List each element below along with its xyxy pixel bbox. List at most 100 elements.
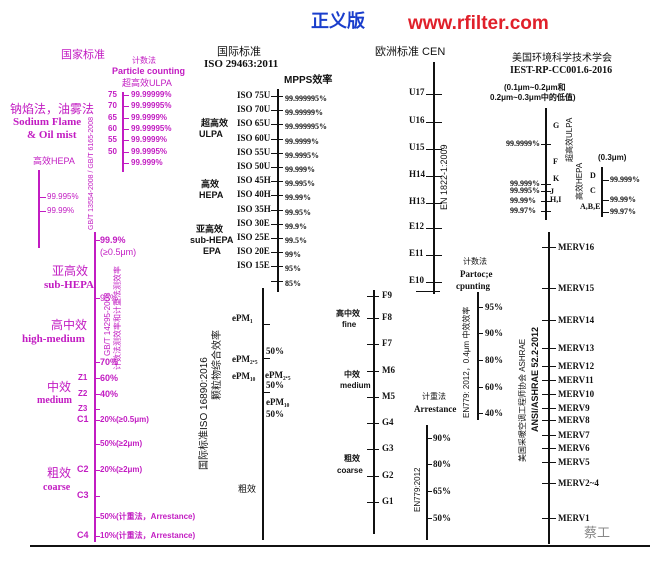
iso-tick [271,124,283,126]
us-merv-tick [542,394,556,395]
iso-subhepa-2: sub-HEPA [190,235,234,245]
gb-subhepa-top: 99.9% [100,235,126,245]
iso-grade: ISO 60U [237,132,271,143]
us-left-tick [541,211,551,212]
us-merv-tick [542,483,556,484]
en-f-eff-axis [477,292,479,420]
iso-grade: ISO 20E [237,246,270,257]
en-hepa-tick [426,176,442,177]
us-merv-tick [542,435,556,436]
en-g-tick [367,449,379,450]
us-left-grade: F [553,157,558,166]
iso-tick [271,209,283,211]
us-right-grade: C [590,186,596,195]
gb-coarse-tick [94,470,100,471]
gb-mid-grade: Z1 [78,373,88,382]
en-f-axis [373,290,375,412]
us-left-grade: G [553,121,560,130]
iso-eff: 99.99999% [285,108,323,118]
gb-hepa-eff-1: 99.995% [47,192,79,201]
iso-eff: 99% [285,250,301,260]
iso-eff: 99.99% [285,193,311,203]
gb-main-axis [94,232,96,542]
en-arrest-2: Arrestance [414,404,457,414]
iso-grade: ISO 30E [237,217,270,228]
iso-tick [271,138,283,140]
iso-tick [271,280,283,282]
iso-tick [271,167,283,168]
gb-coarse-2: coarse [43,482,71,493]
en-hepa-tick [426,228,442,229]
us-right-eff: 99.97% [610,207,636,216]
iso-grade: ISO 65U [237,118,271,129]
iso-pm1-eff: 50% [266,346,284,356]
gb-ulpa-grade: 75 [108,90,117,99]
gb-medium-2: medium [37,395,72,406]
us-merv-tick [542,448,556,449]
gb-highmed-1: 高中效 [51,318,88,332]
us-right-eff: 99.999% [610,175,640,184]
us-merv-grade: MERV2~4 [558,478,599,488]
en-f-tick [367,344,379,345]
gb-hepa-tick-1 [38,197,46,198]
gb-mid-eff: 60% [100,373,119,383]
iso-pm10-eff: 50% [266,409,284,419]
us-left-eff: 99.995% [510,186,540,195]
iso-pm1-label: ePM₁ [232,313,253,323]
gb-coarse-eff: 20%(≥2μm) [100,465,143,474]
iso-tick [271,181,283,183]
us-merv-grade: MERV14 [558,315,595,325]
iso-pm25-eff: 50% [266,380,284,390]
iso-grade: ISO 15E [237,260,270,271]
en-hepa-grade: E11 [409,248,424,258]
us-right-eff: 99.99% [610,195,636,204]
us-left-grade: H,I [550,195,562,204]
en-hepa-tick-end [416,291,440,292]
iso-grade: ISO 75U [237,90,271,100]
gb-hepa-tick-2 [38,211,46,212]
us-title: 美国环境科学技术学会 [512,53,612,64]
iso-eff: 99.9% [285,221,307,231]
en-f-tick [367,318,379,319]
gb-ulpa-eff: 99.99995% [131,123,172,133]
en-hepa-grade: E10 [409,275,425,285]
gb-ulpa-axis [122,92,124,172]
iso-16890-axis [262,288,264,540]
en-g-eff-tick [426,518,432,519]
en-hepa-grade: H13 [409,196,426,206]
iso-grade: ISO 25E [237,232,270,242]
us-merv-tick [542,462,556,463]
gb-ulpa-eff: 99.9999% [131,135,168,145]
gb-subhepa-95: 95% [100,293,119,303]
iso-pm10-label: ePM₁₀ [232,371,256,381]
iso-tick [271,223,283,225]
us-left-eff: 99.999% [510,179,540,188]
gb-ulpa-standard: GB/T 13554-2008 / GB/T 6165-2008 [88,117,95,230]
iso-eff: 85% [285,278,301,288]
gb-hepa-axis [38,170,40,248]
gb-coarse-tick [94,536,100,537]
iso-eff: 99.9995% [285,150,319,160]
us-merv-axis [548,232,550,544]
baseline [30,545,650,547]
watermark: 蔡工 [584,525,611,540]
gb-medium-1: 中效 [47,380,72,394]
us-ulpa-label: 超高效ULPA [565,117,574,162]
site-url[interactable]: www.rfilter.com [408,13,549,34]
us-left-grade: J [550,187,554,196]
en-1822-standard: EN 1822-1:2009 [439,144,449,210]
gb-ulpa-tick [122,151,129,153]
en-f-grade: M5 [382,391,395,401]
us-left-tick [541,201,551,202]
us-left-eff: 99.99% [510,196,536,205]
en-g-eff: 65% [433,486,451,496]
gb-ulpa-tick [122,128,129,130]
us-merv-grade: MERV10 [558,389,595,399]
us-merv-tick [542,247,556,248]
gb-ulpa-grade: 55 [108,135,117,145]
en-f-tick [367,296,379,297]
gb-mid-eff: 70% [100,357,119,367]
iso-eff: 95% [285,264,301,274]
us-left-tick [541,144,551,145]
us-merv-grade: MERV9 [558,403,590,413]
